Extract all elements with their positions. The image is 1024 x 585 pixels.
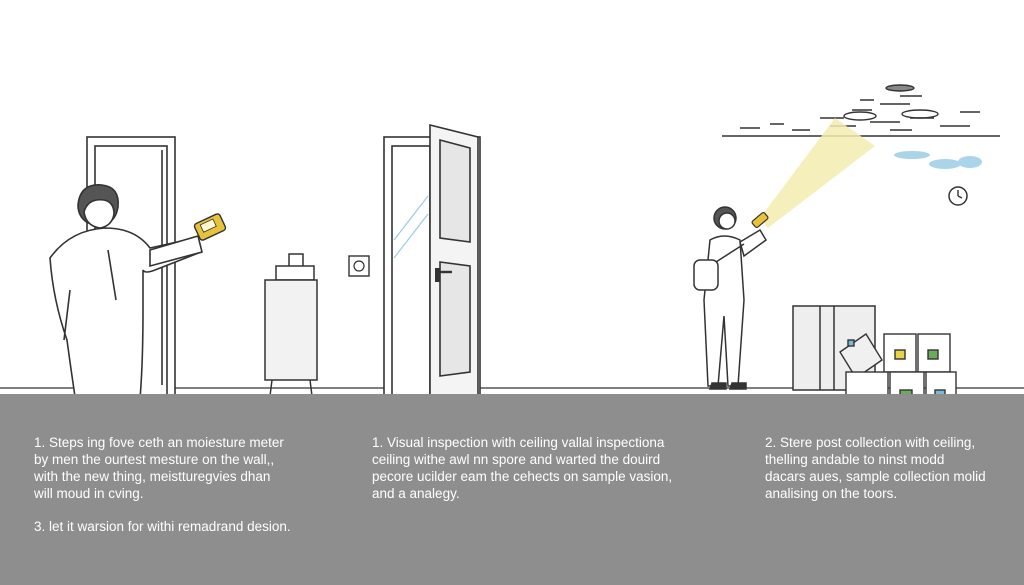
caption-step-3-left: 3. let it warsion for withi remadrand de… [34,519,291,534]
door-handle-icon [435,268,452,282]
backpack [693,243,745,291]
ceiling-stains [894,151,982,169]
floor [0,394,1024,585]
inspector-right [703,206,767,390]
small-cabinet [264,253,318,397]
flashlight-icon [751,212,769,228]
caption-step-1-left: 1. Steps ing fove ceth an moiesture mete… [34,435,284,501]
flashlight-beam [760,118,875,228]
caption-step-2-right: 2. Stere post collection with ceiling, t… [765,435,986,501]
middle-door [383,123,481,402]
clock-icon [948,186,968,206]
moisture-meter-icon [193,213,227,241]
thermostat-icon [348,255,370,277]
caption-step-1-middle: 1. Visual inspection with ceiling vallal… [372,435,673,501]
inspector-left [49,184,203,411]
ceiling-mold [722,84,1000,137]
